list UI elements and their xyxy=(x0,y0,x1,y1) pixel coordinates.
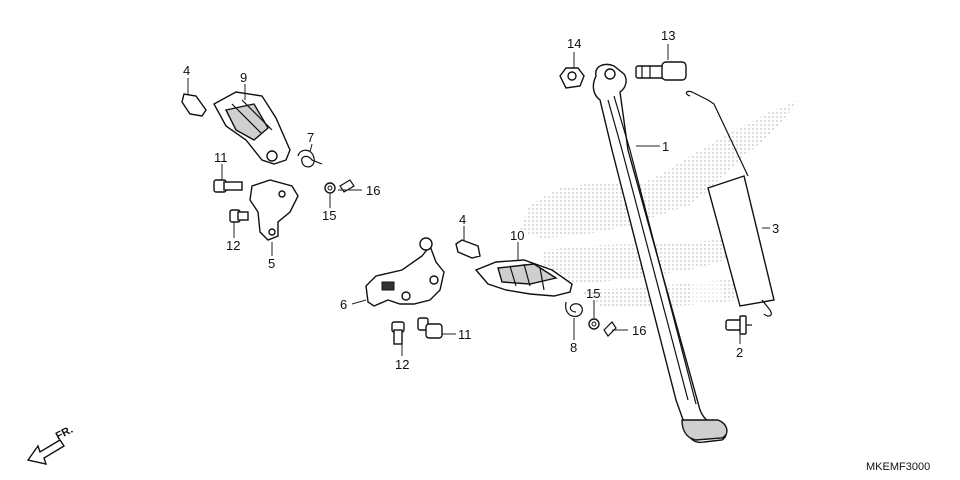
diagram-code: MKEMF3000 xyxy=(866,461,930,473)
callout-labels: 4 9 7 11 16 15 12 5 4 10 6 15 11 16 8 12… xyxy=(183,28,779,372)
callout-5: 5 xyxy=(268,256,275,271)
callout-9: 9 xyxy=(240,70,247,85)
callout-13: 13 xyxy=(661,28,675,43)
side-stand xyxy=(592,63,728,444)
callout-1: 1 xyxy=(662,139,669,154)
callout-4-upper: 4 xyxy=(183,63,190,78)
callout-15-upper: 15 xyxy=(322,208,336,223)
callout-3: 3 xyxy=(772,221,779,236)
callout-11-upper: 11 xyxy=(214,150,228,165)
stand-nut xyxy=(559,67,585,89)
callout-11-lower: 11 xyxy=(458,327,472,342)
callout-10: 10 xyxy=(510,228,524,243)
stand-spring xyxy=(685,90,775,317)
callout-8: 8 xyxy=(570,340,577,355)
front-label: FR. xyxy=(54,424,75,443)
callout-12-lower: 12 xyxy=(395,357,409,372)
callout-15-lower: 15 xyxy=(586,286,600,301)
callout-16-lower: 16 xyxy=(632,323,646,338)
callout-12-upper: 12 xyxy=(226,238,240,253)
callout-16-upper: 16 xyxy=(366,183,380,198)
callout-4-lower: 4 xyxy=(459,212,466,227)
front-direction-indicator: FR. xyxy=(26,424,75,465)
leader-lines xyxy=(187,44,770,356)
callout-2: 2 xyxy=(736,345,743,360)
upper-footpeg-assembly xyxy=(181,91,355,241)
callout-6: 6 xyxy=(340,297,347,312)
lower-footpeg-assembly xyxy=(365,237,617,345)
pivot-pin xyxy=(725,315,752,335)
callout-14: 14 xyxy=(567,36,581,51)
front-arrow-icon xyxy=(26,439,65,465)
stand-bolt xyxy=(635,61,687,81)
callout-7: 7 xyxy=(307,130,314,145)
